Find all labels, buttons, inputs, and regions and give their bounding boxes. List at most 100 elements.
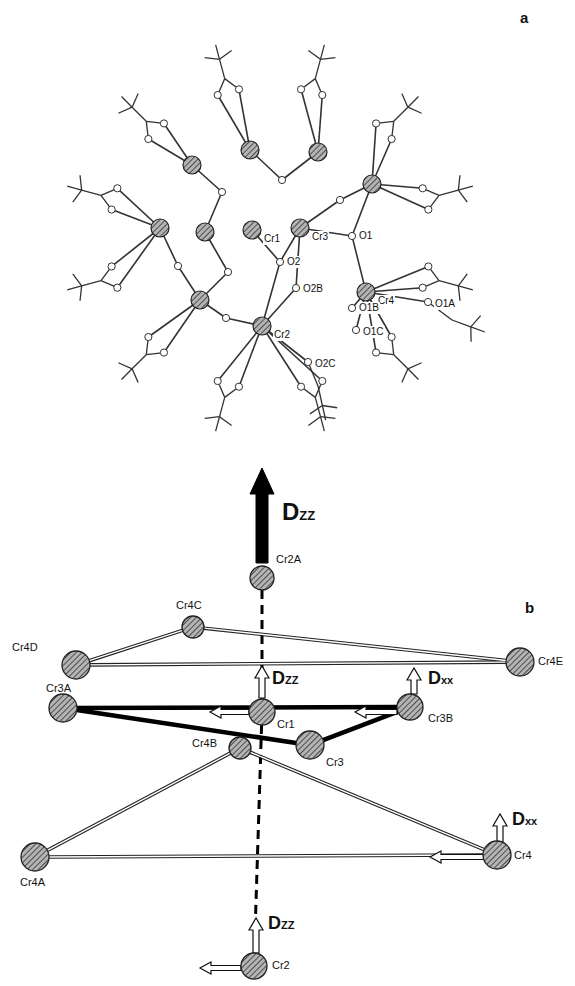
dzz-arrow-white: [249, 918, 263, 953]
atom-label: O2B: [302, 283, 324, 295]
edge-core: [49, 855, 483, 857]
bond-line: [220, 50, 232, 59]
dxx-arrow-white: [355, 706, 397, 718]
bond-line: [82, 190, 101, 195]
atom-label: Cr4E: [538, 655, 563, 668]
atom-sphere: [228, 736, 252, 760]
edge-core: [89, 630, 182, 660]
oxygen-atom: [214, 91, 221, 98]
tensor-label: DZZ: [282, 500, 315, 524]
atom-label: Cr2: [273, 329, 291, 341]
chromium-atom: [243, 221, 261, 239]
oxygen-atom: [160, 120, 167, 127]
bond-line: [458, 175, 460, 190]
bond-line: [132, 107, 146, 121]
bond-line: [220, 417, 232, 426]
oxygen-atom: [292, 284, 299, 291]
atom-sphere: [20, 842, 50, 872]
dxx-arrow-white: [430, 851, 484, 863]
chromium-atom: [363, 175, 381, 193]
oxygen-atom: [388, 333, 395, 340]
bond-line: [322, 406, 325, 421]
oxygen-atom: [114, 185, 121, 192]
chromium-atom: [253, 317, 271, 335]
atom-circle: [62, 651, 90, 679]
dzz-arrow-white: [255, 666, 269, 698]
atom-circle: [241, 953, 267, 979]
bond-line: [458, 274, 467, 286]
panel-letter: a: [520, 10, 528, 27]
oxygen-atom: [372, 349, 379, 356]
triangle-edge: [323, 712, 398, 740]
bond-line: [67, 286, 81, 290]
triangle-edge: [49, 855, 483, 857]
bond-line: [458, 190, 467, 202]
atom-label: O1C: [362, 326, 385, 338]
bond-line: [205, 58, 220, 60]
bond-line: [408, 97, 419, 108]
atom-node: Cr3: [295, 730, 325, 760]
atom-label: Cr3B: [428, 712, 453, 725]
atom-sphere: [249, 565, 275, 591]
atom-node: Cr4E: [505, 647, 535, 677]
atom-label: O1B: [358, 302, 380, 314]
atom-label: Cr3: [326, 756, 344, 769]
chromium-atom: [309, 143, 327, 161]
oxygen-atom: [235, 383, 242, 390]
atom-circle: [250, 566, 274, 590]
atom-node: Cr4B: [228, 736, 252, 760]
atom-node: Cr4: [482, 840, 512, 870]
atom-sphere: [48, 693, 78, 723]
atom-sphere: [396, 693, 424, 721]
bond-line: [73, 190, 82, 202]
bond-line: [118, 107, 132, 113]
bond-line: [239, 326, 262, 387]
bond-line: [471, 316, 481, 327]
bond-line: [205, 417, 220, 419]
oxygen-atom: [388, 135, 395, 142]
dzz-arrow-white: [493, 814, 507, 842]
bond-line: [408, 363, 422, 369]
bond-line: [458, 286, 460, 301]
bond-line: [310, 406, 322, 414]
atom-sphere: [181, 615, 205, 639]
atom-sphere: [482, 840, 512, 870]
atom-node: Cr3A: [48, 693, 78, 723]
oxygen-atom: [319, 91, 326, 98]
bond-line: [320, 417, 335, 419]
oxygen-atom: [174, 262, 181, 269]
oxygen-atom: [218, 188, 225, 195]
bond-line: [320, 417, 324, 431]
chromium-atom: [357, 283, 375, 301]
chromium-atom: [183, 156, 201, 174]
bond-line: [458, 186, 472, 190]
atom-label: O1A: [434, 298, 456, 310]
bond-line: [315, 59, 320, 78]
atom-label: Cr1: [277, 718, 295, 731]
dzz-arrow-white: [407, 668, 421, 694]
atom-circle: [296, 731, 324, 759]
atom-circle: [21, 843, 49, 871]
oxygen-atom: [425, 263, 432, 270]
bond-line: [220, 59, 225, 78]
oxygen-atom: [108, 206, 115, 213]
bond-line: [322, 406, 337, 408]
bond-line: [452, 320, 471, 327]
atom-node: Cr1: [248, 698, 276, 726]
oxygen-atom: [304, 358, 311, 365]
bond-line: [132, 93, 138, 107]
bond-line: [394, 355, 408, 369]
bond-line: [394, 107, 408, 121]
oxygen-atom: [352, 326, 359, 333]
atom-label: Cr1: [263, 233, 281, 245]
bond-line: [82, 281, 101, 286]
atom-node: Cr3B: [396, 693, 424, 721]
bond-line: [132, 369, 138, 383]
bond-line: [402, 369, 408, 383]
atom-circle: [49, 694, 77, 722]
bond-line: [318, 386, 322, 406]
bond-line: [308, 50, 320, 59]
